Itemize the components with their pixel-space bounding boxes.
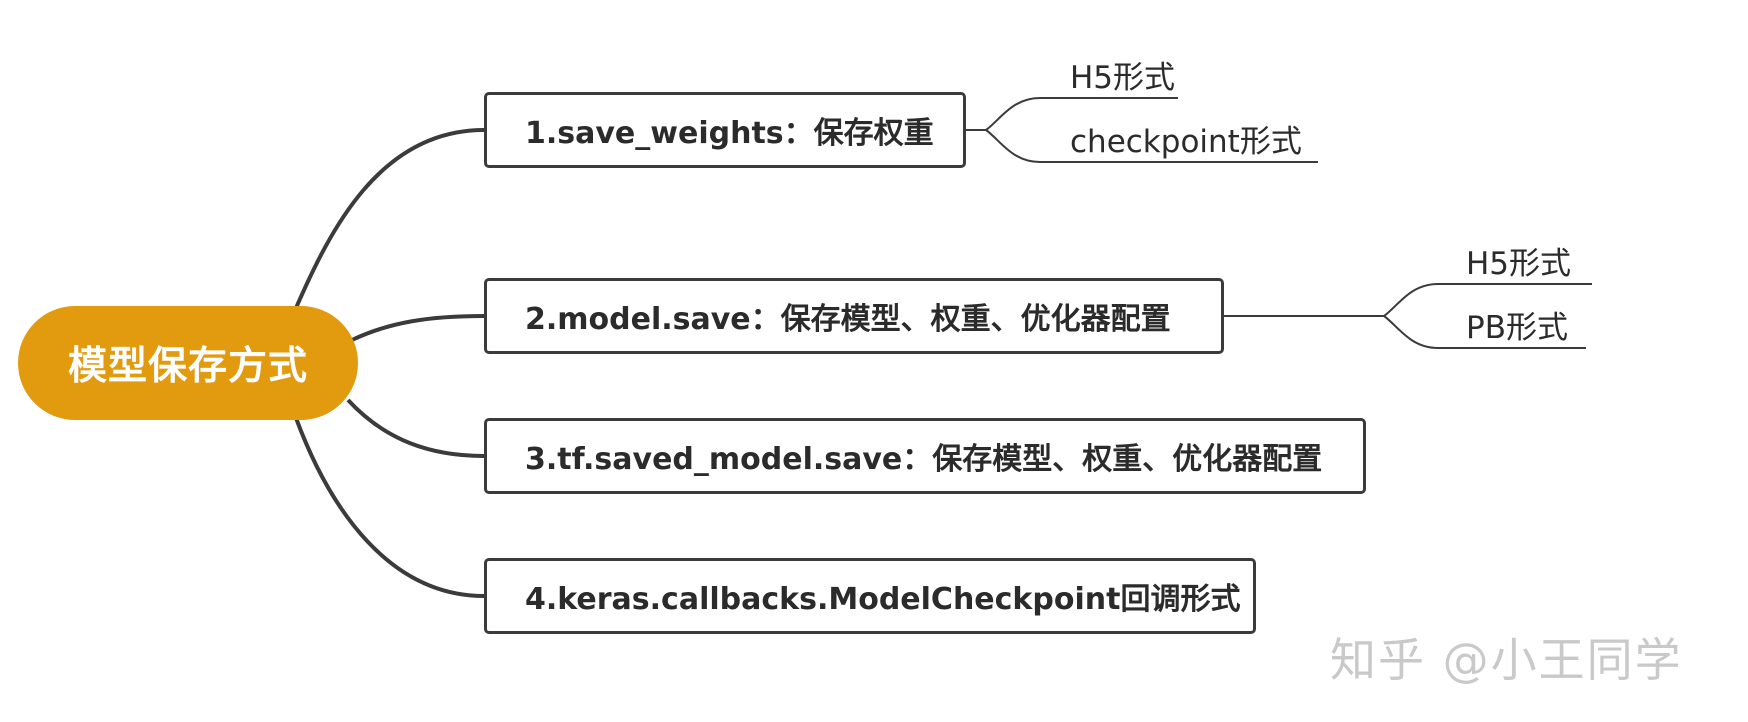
connector-root-branch-1: [294, 128, 485, 309]
leaf-node-h5: H5形式: [1070, 60, 1176, 96]
leaf-node-h5: H5形式: [1466, 246, 1572, 282]
connector-root-branch-2: [351, 314, 485, 342]
branch-node-save-weights: 1.save_weights：保存权重: [484, 92, 966, 168]
leaf-node-pb: PB形式: [1466, 310, 1568, 346]
connector-root-branch-3: [346, 398, 485, 458]
connector-branch-1-leaf-2: [985, 129, 1318, 163]
branch-node-model-save: 2.model.save：保存模型、权重、优化器配置: [484, 278, 1224, 354]
branch-node-tf-saved-model-save: 3.tf.saved_model.save：保存模型、权重、优化器配置: [484, 418, 1366, 494]
connector-branch-2-leaf-1: [1383, 283, 1592, 317]
branch-node-model-checkpoint: 4.keras.callbacks.ModelCheckpoint回调形式: [484, 558, 1256, 634]
connector-root-branch-4: [294, 417, 485, 598]
leaf-node-checkpoint: checkpoint形式: [1070, 124, 1302, 160]
connector-branch-2-leaf-2: [1383, 315, 1586, 349]
root-node: 模型保存方式: [18, 306, 358, 420]
watermark-text: 知乎 @小王同学: [1330, 633, 1683, 687]
connector-branch-1-leaf-1: [985, 97, 1178, 131]
